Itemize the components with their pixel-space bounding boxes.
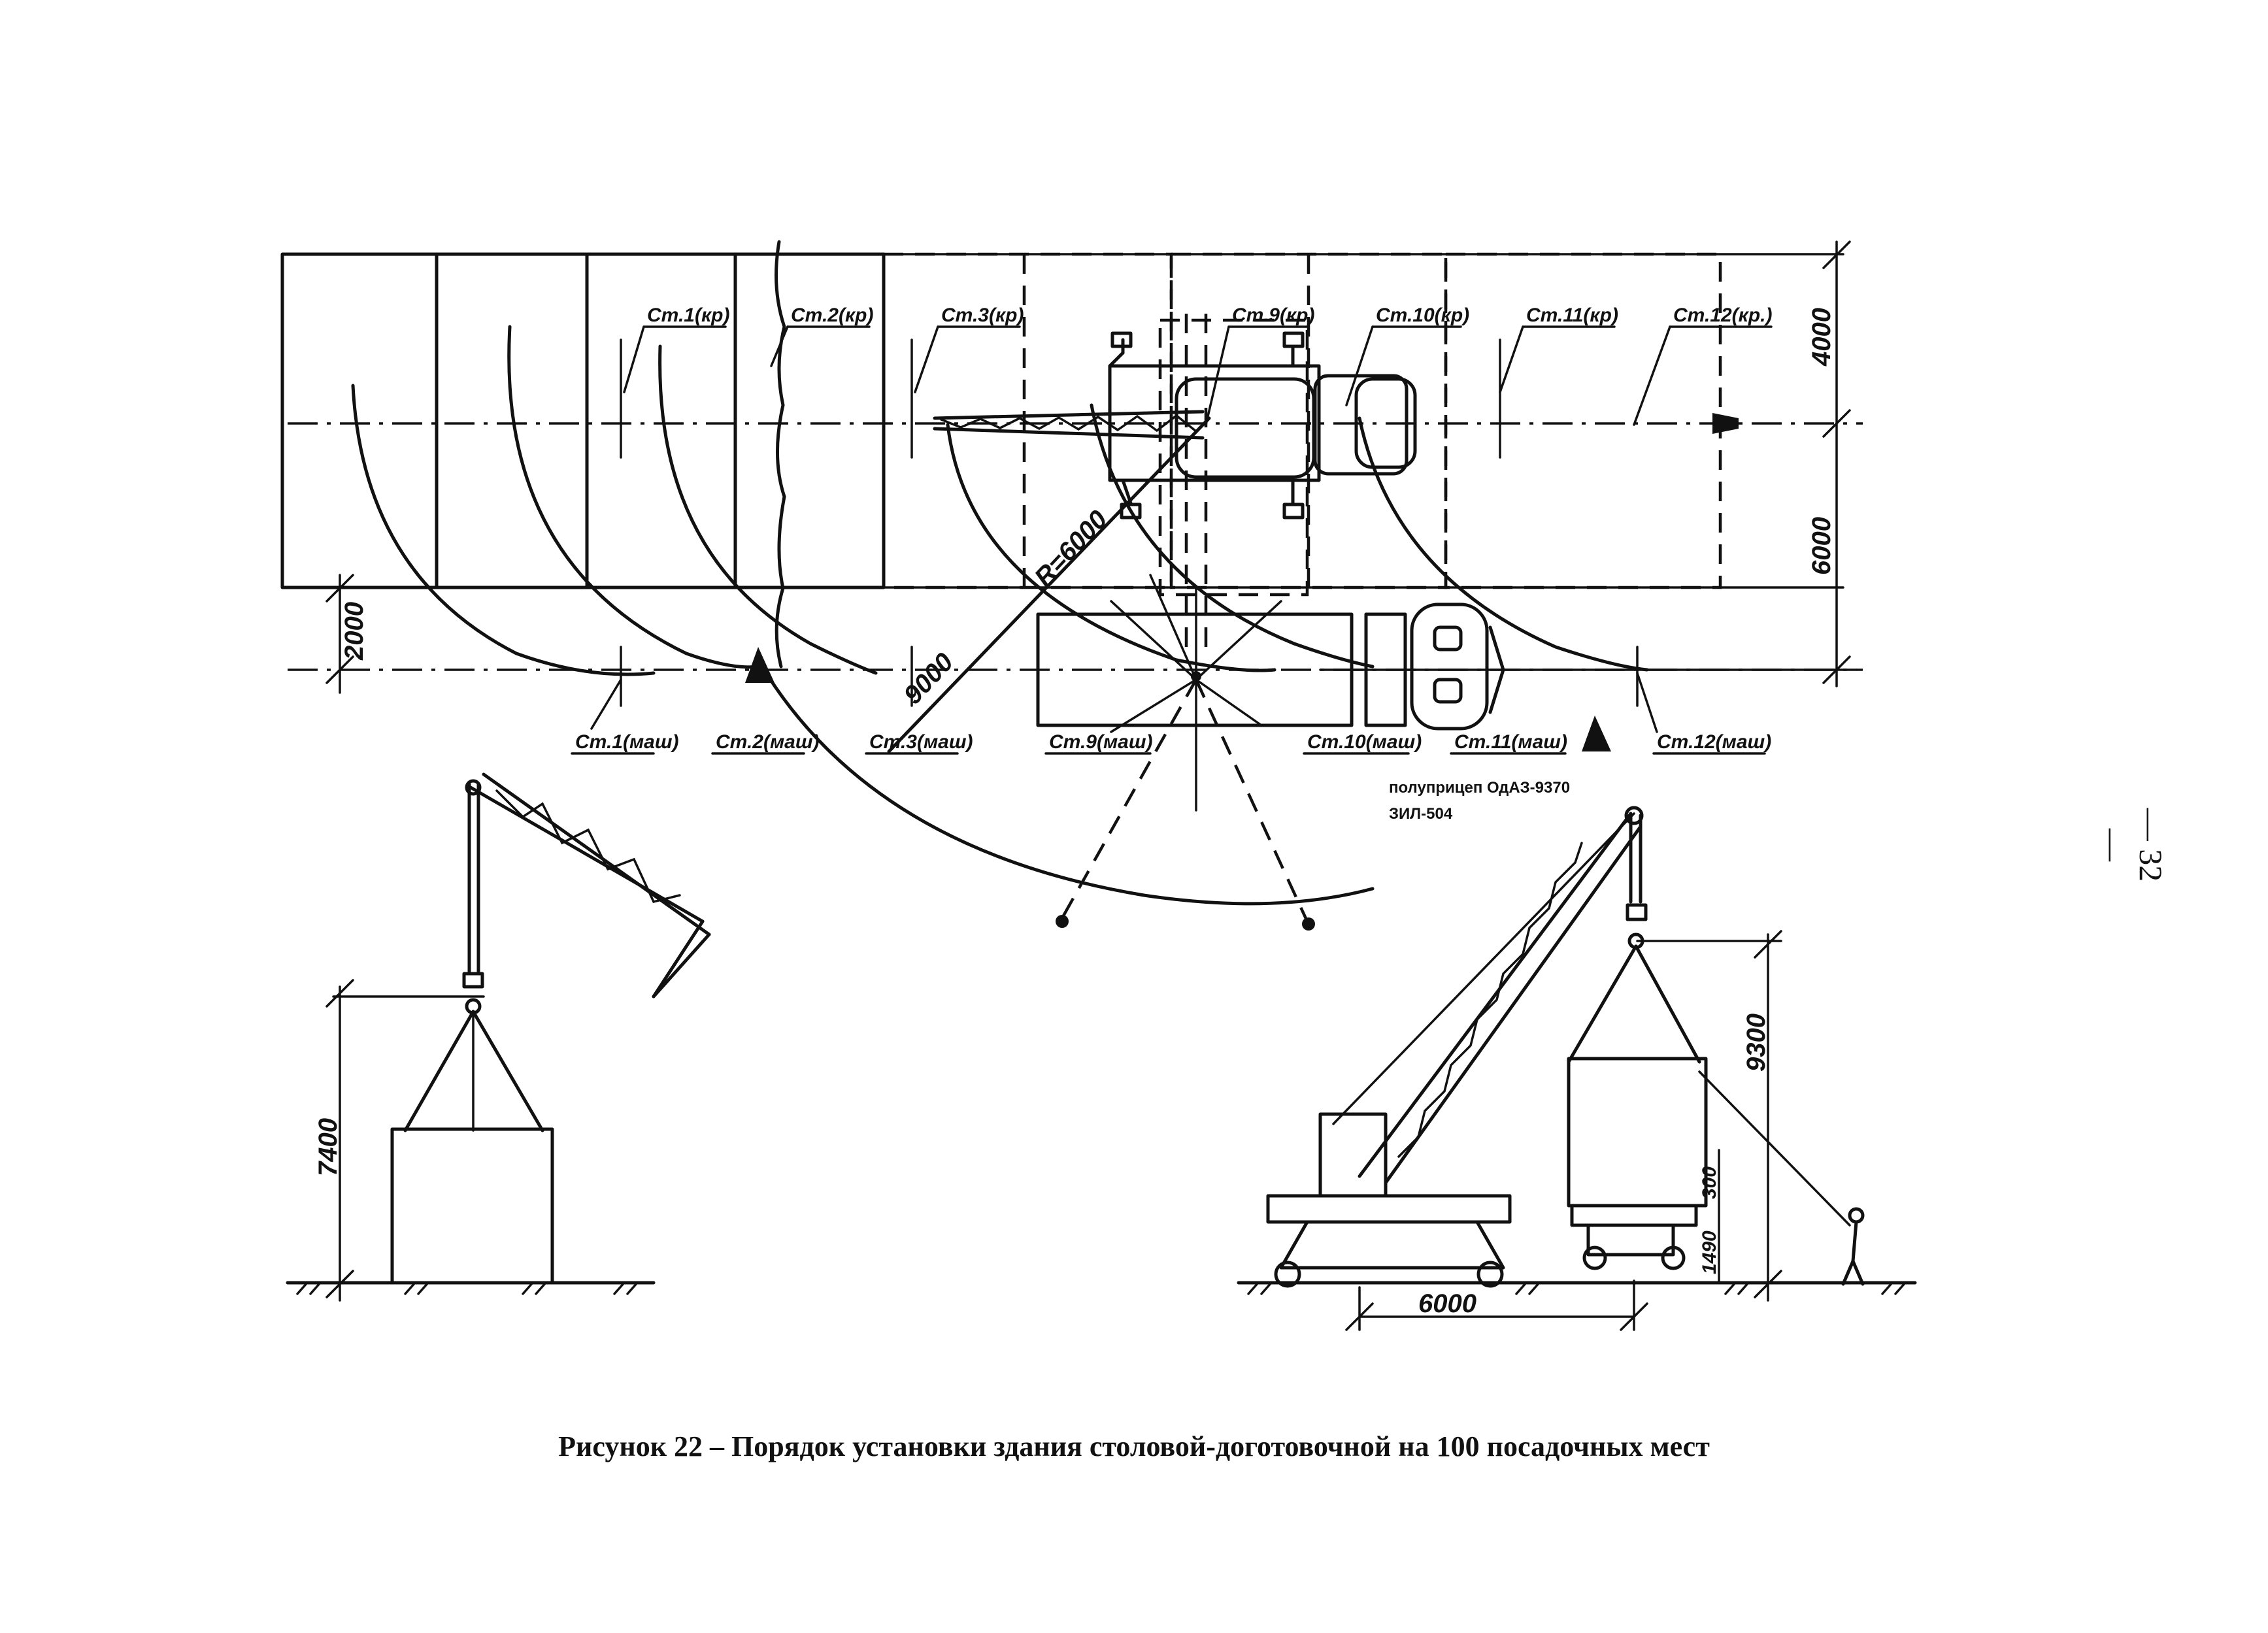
dim-left: 2000 [340,602,369,661]
break-line [775,240,786,668]
label-top-3: Ст.3(кр) [941,305,1024,326]
plan-dims: 4000 6000 2000 [325,240,1858,694]
trailer-note-1: полуприцеп ОдАЗ-9370 [1389,779,1570,797]
label-bottom-9: Ст.9(маш) [1049,731,1153,753]
label-bottom-11: Ст.11(маш) [1454,731,1567,753]
label-bottom-10: Ст.10(маш) [1307,731,1422,753]
dim-top: 4000 [1807,308,1836,367]
warning-triangle [745,647,775,683]
dim-bottom: 6000 [1807,517,1836,575]
right-small-dim-2: 1490 [1699,1230,1720,1274]
page-number: — 32 — [2095,808,2169,882]
label-top-2: Ст.2(кр) [791,305,873,326]
labels-bottom: Ст.1(маш) Ст.2(маш) Ст.3(маш) Ст.9(маш) … [571,672,1771,755]
right-height-dim: 9300 [1742,1014,1771,1072]
label-bottom-2: Ст.2(маш) [716,731,820,753]
crane-plan [933,314,1417,653]
stand-ticks [620,338,1639,707]
label-bottom-1: Ст.1(маш) [575,731,679,753]
left-elevation: 7400 [286,772,711,1302]
axis-arrow [1712,413,1739,434]
label-top-10: Ст.10(кр) [1376,305,1469,326]
labels-top: Ст.1(кр) Ст.2(кр) Ст.3(кр) Ст.9(кр) Ст.1… [623,305,1773,426]
label-bottom-12: Ст.12(маш) [1657,731,1771,753]
radius-label: R=6000 [1029,505,1113,592]
label-bottom-3: Ст.3(маш) [869,731,973,753]
reach-label: 9000 [898,648,959,710]
plan-view: R=6000 9000 Ст.1(кр) Ст.2(кр) Ст.3(кр) [280,240,1863,931]
label-top-11: Ст.11(кр) [1526,305,1618,326]
right-small-dim-1: 300 [1699,1166,1720,1199]
label-top-1: Ст.1(кр) [647,305,729,326]
label-top-9: Ст.9(кр) [1232,305,1314,326]
rotation-arcs [351,325,1649,906]
figure-caption: Рисунок 22 – Порядок установки здания ст… [558,1430,1710,1462]
right-span-dim: 6000 [1418,1289,1476,1318]
warning-triangle-2 [1582,716,1611,751]
right-elevation: 9300 300 1490 6000 [1237,806,1917,1331]
label-top-12: Ст.12(кр.) [1673,305,1773,326]
radius-line [887,416,1211,753]
left-height-dim: 7400 [314,1118,342,1176]
trailer-note-2: ЗИЛ-504 [1389,805,1453,823]
